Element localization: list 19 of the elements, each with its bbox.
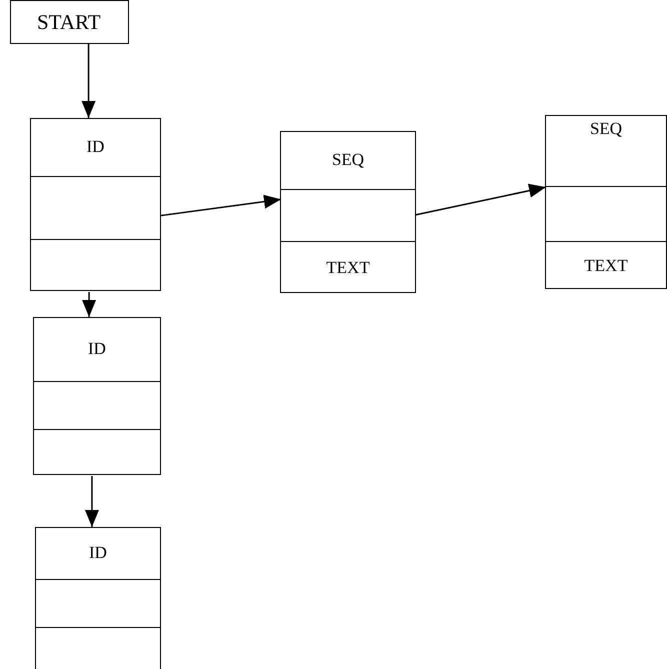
record-box	[35, 527, 161, 669]
field-label: ID	[88, 340, 106, 359]
field-label: SEQ	[332, 151, 364, 170]
record-box	[545, 115, 667, 289]
record-box	[30, 118, 161, 291]
arrow	[414, 184, 546, 216]
arrow	[160, 194, 282, 216]
field-label: START	[37, 10, 101, 34]
field-label: SEQ	[590, 120, 622, 139]
arrow	[82, 44, 96, 118]
arrow	[84, 476, 99, 527]
record-box	[280, 131, 416, 293]
arrow	[82, 292, 96, 317]
record-box	[33, 317, 161, 475]
field-label: TEXT	[584, 256, 628, 276]
field-label: ID	[86, 138, 104, 157]
field-label: TEXT	[326, 258, 370, 278]
field-label: ID	[89, 544, 107, 563]
start-box	[10, 0, 129, 44]
